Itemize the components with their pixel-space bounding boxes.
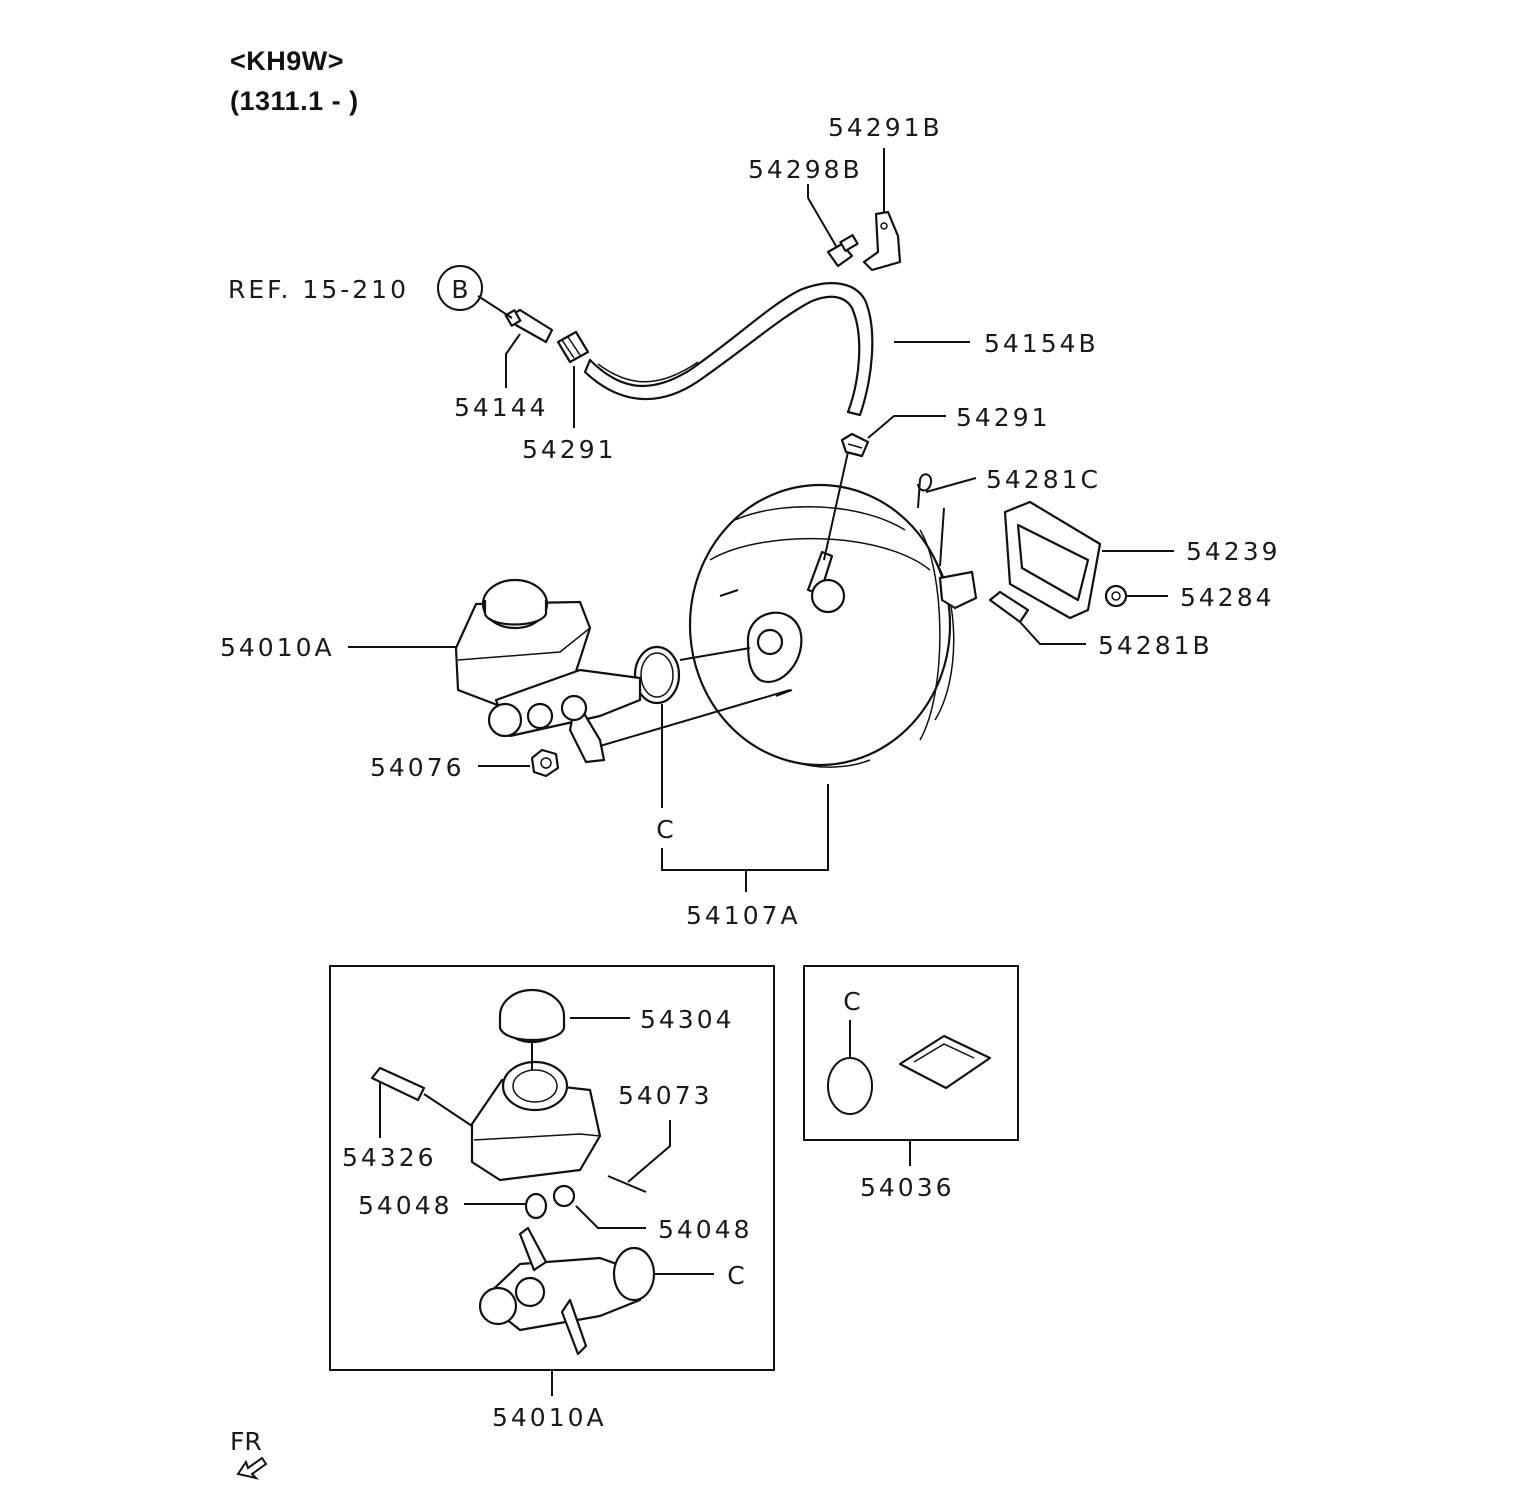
hose-clamp-left [556,330,590,364]
label-c-kit: C [843,987,860,1016]
vacuum-hose [583,282,874,417]
label-54304: 54304 [640,1005,735,1034]
label-54281B: 54281B [1098,631,1213,660]
label-54291-left: 54291 [522,435,617,464]
clevis-pin-54281B [988,590,1030,624]
hose-bracket [862,210,902,272]
label-fr: FR [230,1427,262,1456]
master-cylinder-body [478,1226,656,1356]
production-range: (1311.1 - ) [230,86,359,116]
reference-circle [437,265,483,311]
snap-pin-54281C [917,473,933,509]
label-54107A: 54107A [686,901,801,930]
reservoir-cap [498,988,566,1044]
label-54010A-bottom: 54010A [492,1403,607,1432]
label-54144: 54144 [454,393,549,422]
label-54048-right: 54048 [658,1215,753,1244]
label-54048-left: 54048 [358,1191,453,1220]
hose-clamp-right [840,432,870,458]
label-54076: 54076 [370,753,465,782]
reservoir [470,1060,602,1182]
label-54073: 54073 [618,1081,713,1110]
model-code: <KH9W> [230,46,345,76]
level-sensor-54326 [370,1066,426,1102]
seal-ring [827,1057,873,1115]
label-54281C: 54281C [986,465,1101,494]
seal-kit-box [803,965,1019,1141]
roll-pin-54073 [607,1175,647,1193]
grommets-54048 [524,1184,576,1220]
label-54036: 54036 [860,1173,955,1202]
label-54291B: 54291B [828,113,943,142]
master-cylinder-assembly [454,578,642,764]
grease-packet [898,1034,992,1090]
brake-booster [688,483,978,768]
o-ring-c [633,645,681,705]
nut-54076 [530,748,560,778]
front-direction-arrow-icon [236,1456,268,1480]
label-ref-circle: B [451,275,468,304]
label-54284: 54284 [1180,583,1275,612]
nut-54284 [1104,584,1128,608]
check-valve-fitting [504,308,554,344]
label-54298B: 54298B [748,155,863,184]
leader-lines [348,148,1174,1396]
label-ref-15-210: REF. 15-210 [228,275,409,304]
label-54326: 54326 [342,1143,437,1172]
label-54010A-top: 54010A [220,633,335,662]
label-54239: 54239 [1186,537,1281,566]
bolt-54298B [826,234,859,268]
label-54291-right: 54291 [956,403,1051,432]
label-54154B: 54154B [984,329,1099,358]
gasket-54239 [1003,500,1102,620]
label-c-box: C [727,1261,744,1290]
label-c-top: C [656,815,673,844]
